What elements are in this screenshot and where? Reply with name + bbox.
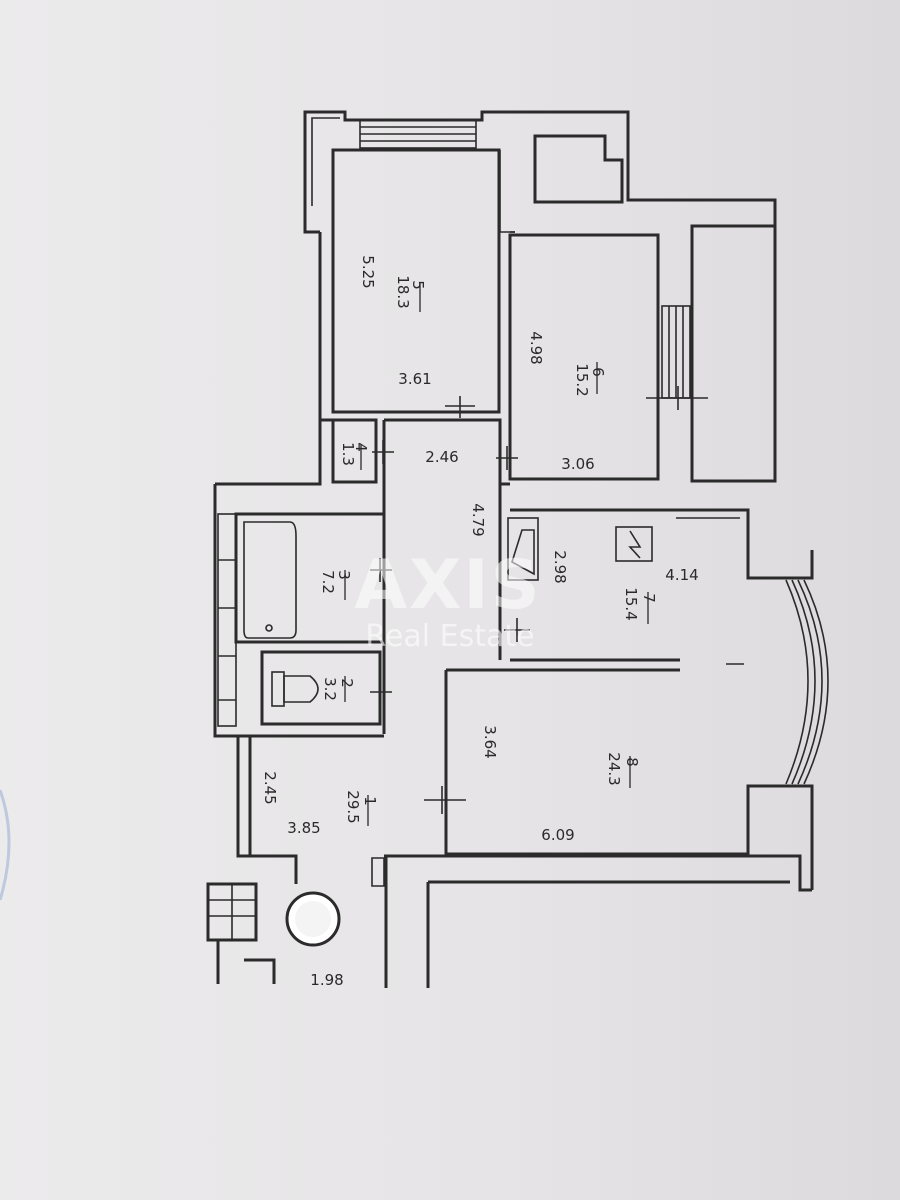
svg-text:3: 3: [335, 570, 353, 580]
svg-text:29.5: 29.5: [344, 790, 362, 823]
svg-text:7.2: 7.2: [319, 570, 337, 594]
dim-3-06: 3.06: [561, 455, 594, 473]
dim-2-46: 2.46: [425, 448, 458, 466]
room-5-label: 5 18.3: [394, 275, 427, 312]
room-4-label: 4 1.3: [339, 442, 370, 470]
room-8-label: 8 24.3: [605, 752, 641, 788]
svg-text:5: 5: [409, 280, 427, 290]
svg-text:8: 8: [623, 757, 641, 767]
watermark-subtitle: Real Estate: [365, 619, 534, 654]
svg-text:7: 7: [640, 593, 658, 603]
svg-text:2: 2: [338, 678, 356, 688]
dim-4-98: 4.98: [527, 331, 545, 364]
dim-1-98: 1.98: [310, 971, 343, 989]
dim-2-98: 2.98: [551, 550, 569, 583]
dim-3-61: 3.61: [398, 370, 431, 388]
dimension-labels: 5.25 3.61 4.98 3.06 2.46 4.79 2.98 4.14 …: [261, 255, 699, 989]
svg-text:24.3: 24.3: [605, 752, 623, 785]
svg-text:18.3: 18.3: [394, 275, 412, 308]
dim-2-45: 2.45: [261, 771, 279, 804]
svg-text:6: 6: [589, 367, 607, 377]
dim-5-25: 5.25: [359, 255, 377, 288]
room-7-label: 7 15.4: [622, 587, 658, 624]
room-3-label: 3 7.2: [319, 570, 353, 600]
dim-3-64: 3.64: [481, 725, 499, 758]
dim-3-85: 3.85: [287, 819, 320, 837]
svg-text:15.4: 15.4: [622, 587, 640, 620]
svg-text:3.2: 3.2: [321, 677, 339, 701]
dim-4-14: 4.14: [665, 566, 698, 584]
svg-text:15.2: 15.2: [573, 363, 591, 396]
room-2-label: 2 3.2: [321, 676, 356, 702]
room-1-label: 1 29.5: [344, 790, 379, 826]
dim-6-09: 6.09: [541, 826, 574, 844]
watermark: AXIS Real Estate: [354, 546, 541, 654]
scan-edge-mark: [0, 789, 11, 901]
dim-4-79: 4.79: [469, 503, 487, 536]
svg-text:1: 1: [361, 796, 379, 806]
svg-text:1.3: 1.3: [339, 442, 357, 466]
watermark-brand: AXIS: [354, 546, 541, 625]
room-labels: 5 18.3 6 15.2 4 1.3 3 7.2 2 3.2 7 15.4: [319, 275, 658, 826]
room-6-label: 6 15.2: [573, 362, 607, 397]
walls: [206, 110, 829, 988]
